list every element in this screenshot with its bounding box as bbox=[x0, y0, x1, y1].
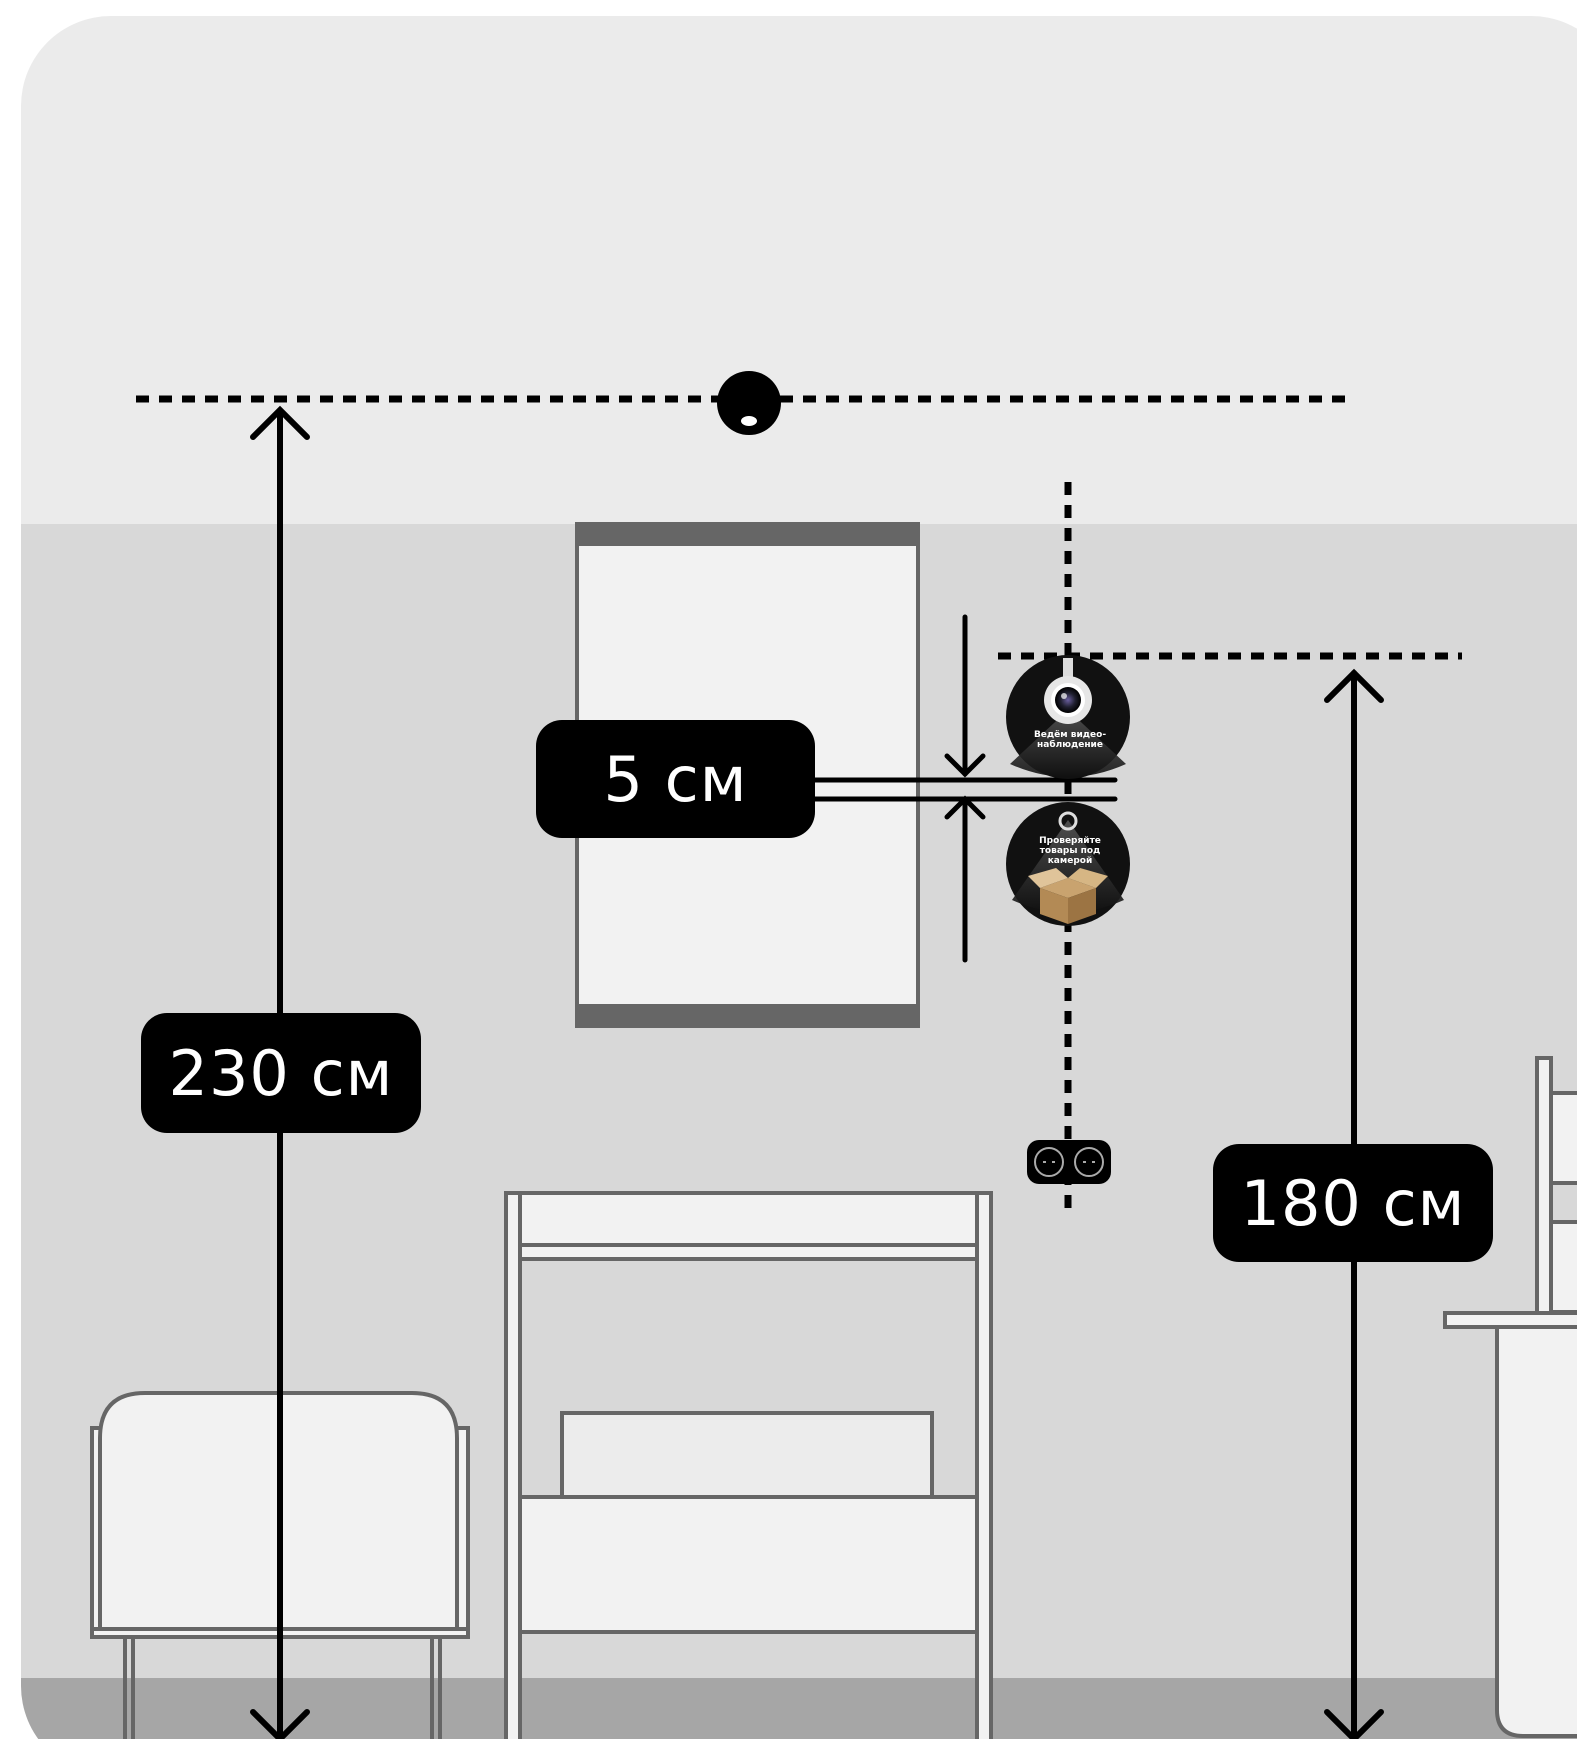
check-goods-sign bbox=[1006, 802, 1130, 926]
side-table bbox=[1443, 1056, 1577, 1738]
gap-5-marker bbox=[807, 614, 1118, 963]
shelf-cabinet bbox=[504, 1191, 993, 1744]
floor bbox=[21, 1678, 1577, 1744]
surveillance-sign bbox=[1006, 655, 1130, 779]
check-goods-sign-text: Проверяйте товары под камерой bbox=[1039, 836, 1101, 866]
ceiling-height-label: 230 см bbox=[141, 1013, 421, 1133]
camera-height-label: 180 см bbox=[1213, 1144, 1493, 1262]
double-socket-icon bbox=[1027, 1140, 1111, 1184]
sign-gap-label: 5 см bbox=[536, 720, 815, 838]
dome-camera-icon bbox=[717, 371, 781, 435]
surveillance-sign-text: Ведём видео- наблюдение bbox=[1033, 730, 1107, 750]
open-box-icon bbox=[1028, 868, 1108, 924]
upper-wall bbox=[21, 16, 1577, 524]
camera-lens-icon bbox=[1044, 658, 1092, 724]
